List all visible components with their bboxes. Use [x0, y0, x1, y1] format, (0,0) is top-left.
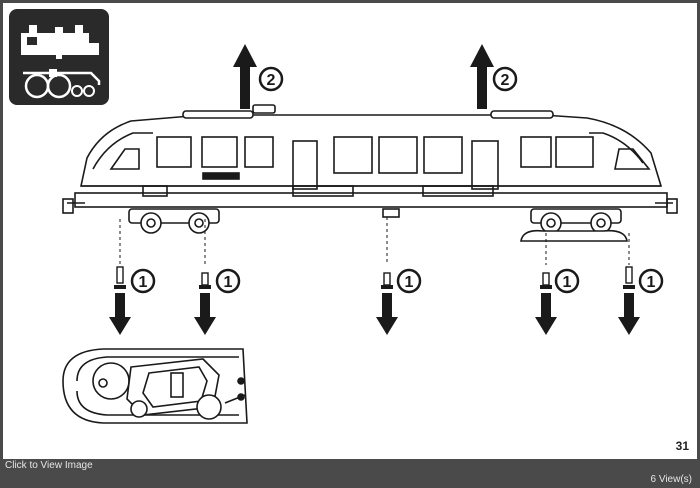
arrow-down-icon	[194, 293, 216, 335]
manual-page-image[interactable]: 2 2	[3, 3, 697, 459]
callout-1-c: 1	[405, 274, 414, 291]
click-to-view-link[interactable]: Click to View Image	[5, 460, 93, 471]
callout-1-e: 1	[647, 274, 656, 291]
screw-guide-lines	[119, 217, 630, 265]
screw-group-5: 1	[618, 266, 664, 335]
screw-icon	[540, 272, 552, 289]
callout-2-left: 2	[267, 72, 276, 89]
arrow-down-icon	[109, 293, 131, 335]
railcar-diagram: 2 2	[9, 9, 678, 424]
lift-arrow-left: 2	[233, 44, 284, 109]
arrow-down-icon	[376, 293, 398, 335]
screw-group-1: 1	[109, 266, 156, 335]
view-count: 6 View(s)	[650, 474, 693, 485]
chassis-underside-detail	[62, 348, 248, 424]
arrow-down-icon	[618, 293, 640, 335]
screw-icon	[381, 272, 393, 289]
railcar-body	[62, 104, 678, 218]
callout-1-d: 1	[563, 274, 572, 291]
callout-1-a: 1	[139, 274, 148, 291]
bogie-right	[520, 208, 628, 242]
screw-icon	[623, 266, 635, 289]
callout-1-b: 1	[224, 274, 233, 291]
screw-group-3: 1	[376, 268, 422, 335]
locomotive-disassembly-icon	[9, 9, 109, 105]
page-number: 31	[675, 439, 689, 453]
screw-group-2: 1	[194, 268, 241, 335]
bogie-left	[128, 208, 220, 234]
screw-icon	[114, 266, 126, 289]
arrow-down-icon	[535, 293, 557, 335]
screw-group-4: 1	[535, 268, 580, 335]
lift-arrow-right: 2	[470, 44, 518, 109]
callout-2-right: 2	[501, 72, 510, 89]
screw-icon	[199, 272, 211, 289]
